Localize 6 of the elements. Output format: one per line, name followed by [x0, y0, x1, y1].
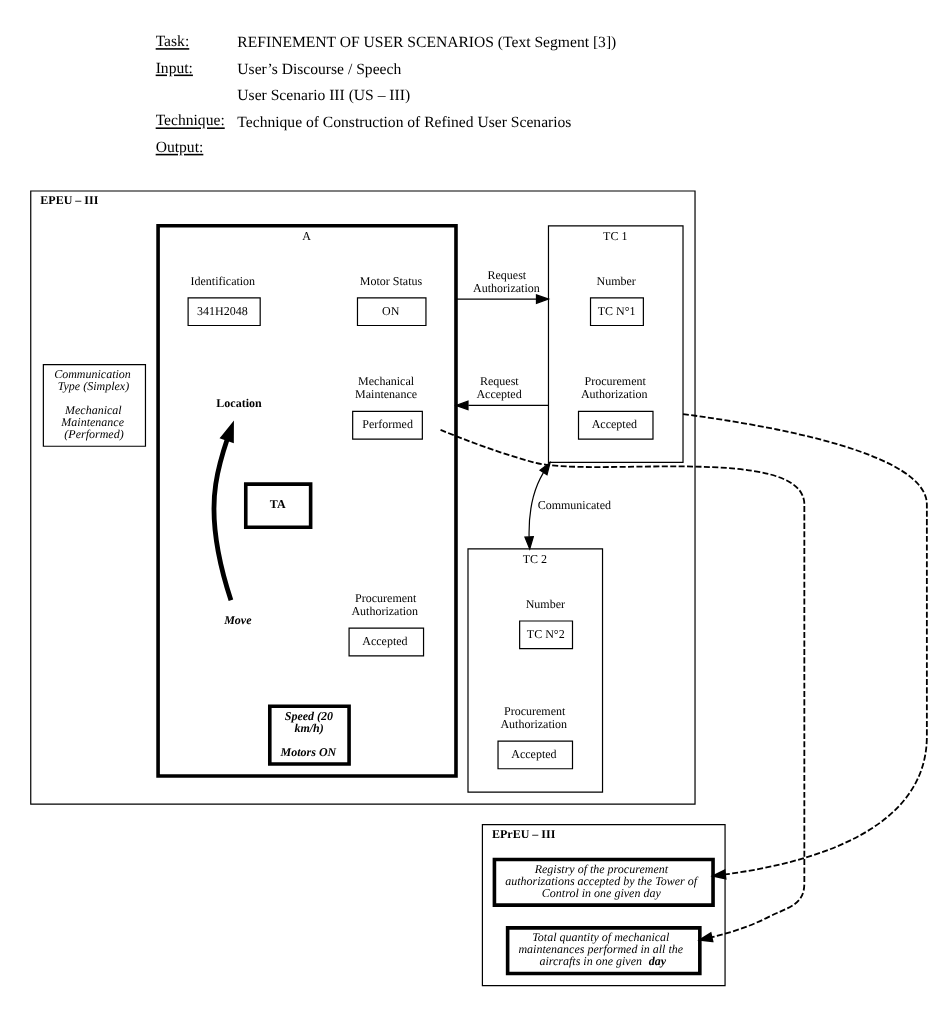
- arrow: [439, 429, 806, 943]
- arrow: [524, 460, 552, 551]
- arrow: [682, 413, 928, 880]
- arrow: [455, 294, 551, 305]
- arrow: [454, 400, 550, 411]
- arrow: [211, 420, 234, 601]
